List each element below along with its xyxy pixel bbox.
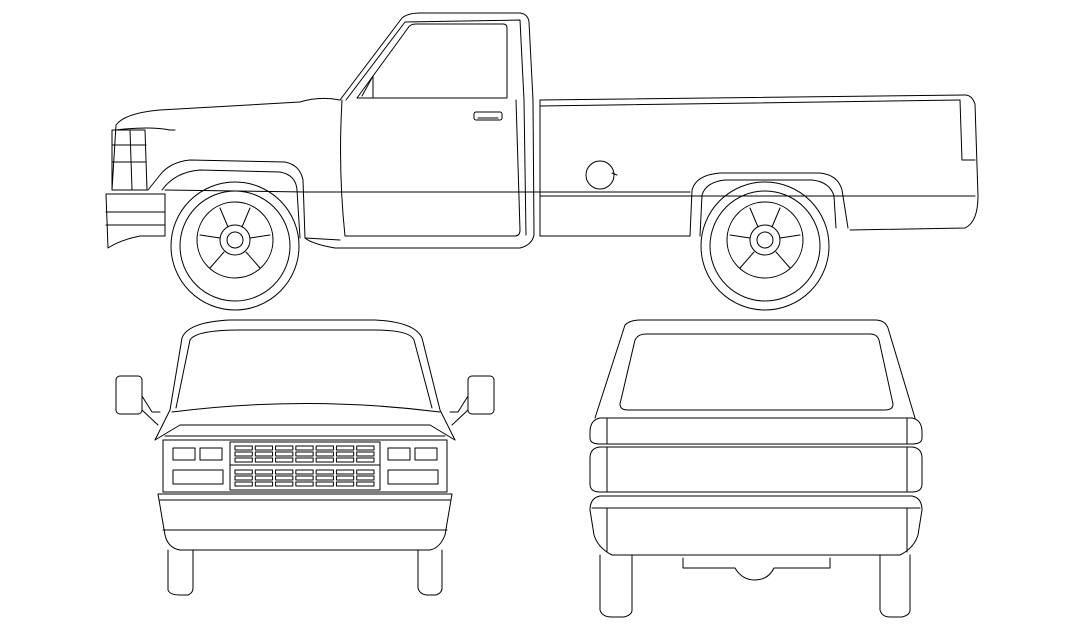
rear-mid-panel: [589, 446, 923, 493]
grille-slat: [315, 445, 334, 451]
grille-slat: [315, 475, 334, 481]
rear-fender: [689, 172, 849, 237]
grille-slat: [295, 445, 314, 451]
hood-crease: [115, 127, 176, 131]
rear-view: [589, 319, 923, 618]
front-cab-outline: [169, 319, 441, 411]
front-left-tire: [167, 549, 194, 596]
right-headlight-upper: [387, 447, 411, 461]
grille-slat: [254, 457, 274, 463]
body-rocker-line: [304, 237, 341, 241]
front-wheel: [170, 181, 300, 311]
front-fender: [147, 159, 336, 249]
grille-slat: [275, 451, 294, 457]
bed-outline: [539, 94, 979, 231]
vent-window-line: [361, 75, 374, 99]
grille-slat: [335, 457, 355, 463]
grille-slat: [356, 445, 375, 451]
rear-left-tire: [599, 554, 633, 618]
rear-bumper: [589, 495, 923, 556]
front-fender-inner: [161, 169, 301, 239]
grille-slat: [234, 481, 253, 487]
hood-outline: [111, 97, 341, 191]
grille-slat: [275, 457, 294, 463]
rear-cab-outline: [594, 319, 916, 419]
grille-slat: [356, 469, 375, 475]
grille-slat: [335, 469, 355, 475]
grille-slat: [315, 451, 334, 457]
front-bumper: [105, 193, 166, 249]
door-handle: [473, 111, 503, 121]
rear-fender-inner: [699, 179, 837, 237]
grille-center: [229, 441, 381, 491]
grille-slat: [315, 457, 334, 463]
bed-inner-top: [539, 99, 961, 107]
fuel-door-latch: [611, 172, 618, 176]
cab-outline: [334, 12, 535, 249]
front-hood-curve: [171, 403, 441, 413]
grille-slat: [254, 451, 274, 457]
rear-hitch: [682, 557, 831, 581]
tailgate-line: [959, 99, 976, 161]
rear-right-tire: [879, 554, 911, 618]
grille-slat: [335, 481, 355, 487]
grille-slat: [356, 457, 375, 463]
front-windshield: [175, 329, 433, 409]
grille-slat: [254, 445, 274, 451]
grille-line-3: [129, 129, 133, 191]
grille-slat: [295, 469, 314, 475]
side-window: [356, 23, 508, 99]
cab-inner-outline: [345, 19, 527, 236]
grille-slat: [295, 481, 314, 487]
rear-upper-panel: [589, 417, 923, 445]
front-bumper-front: [157, 493, 453, 551]
rear-wheel: [700, 181, 830, 311]
left-headlight-upper: [172, 447, 196, 461]
grille-slat: [335, 445, 355, 451]
right-mirror-arm: [449, 395, 469, 426]
grille-slat: [275, 445, 294, 451]
right-headlight-lower: [387, 469, 439, 485]
grille-slat: [295, 475, 314, 481]
fuel-door: [585, 160, 615, 190]
grille-slat: [275, 475, 294, 481]
grille-slat: [315, 469, 334, 475]
grille-slat: [275, 469, 294, 475]
grille-slat: [234, 451, 253, 457]
grille-slat: [356, 481, 375, 487]
grille-slat: [234, 469, 253, 475]
left-headlight-upper-2: [199, 447, 223, 461]
grille-slat: [295, 457, 314, 463]
grille-slat: [315, 481, 334, 487]
grille-slat: [295, 451, 314, 457]
front-grille-frame: [162, 439, 448, 493]
grille-slat: [254, 469, 274, 475]
grille-slat: [234, 457, 253, 463]
grille-slat: [356, 475, 375, 481]
grille-slat: [335, 475, 355, 481]
grille-slats: [229, 445, 381, 487]
right-headlight-upper-2: [414, 447, 438, 461]
left-mirror-arm: [141, 395, 161, 426]
front-grille-side: [111, 129, 148, 191]
front-view: [115, 319, 495, 596]
front-hood: [154, 424, 456, 441]
left-mirror: [115, 375, 143, 415]
door-outline: [340, 99, 521, 237]
rear-window: [619, 333, 894, 411]
grille-slat: [254, 475, 274, 481]
grille-slat: [234, 445, 253, 451]
right-mirror: [467, 375, 495, 415]
left-headlight-lower: [172, 469, 224, 485]
grille-slat: [356, 451, 375, 457]
grille-slat: [335, 451, 355, 457]
front-right-tire: [417, 549, 443, 596]
grille-slat: [254, 481, 274, 487]
front-body-sides: [154, 409, 456, 441]
grille-slat: [275, 481, 294, 487]
side-view: [105, 12, 979, 311]
grille-slat: [234, 475, 253, 481]
